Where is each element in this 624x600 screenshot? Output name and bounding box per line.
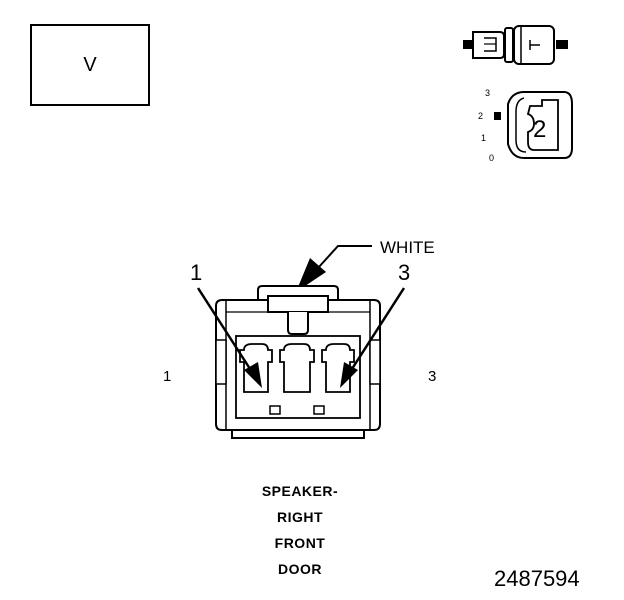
pin-1-callout: 1 — [190, 260, 203, 285]
pin-range-right-label: 3 — [428, 368, 437, 385]
wire-color-label: WHITE — [380, 238, 435, 257]
version-text: V — [83, 54, 97, 76]
key-position-label-2: 2 — [478, 111, 484, 121]
pin-range-left-label: 1 — [163, 368, 172, 385]
caption-line: RIGHT — [276, 509, 324, 525]
key-position-number: 2 — [533, 116, 547, 143]
caption-line: DOOR — [278, 561, 322, 577]
figure-id: 2487594 — [494, 566, 580, 591]
key-position-label-1: 1 — [481, 133, 487, 143]
pin-3-callout: 3 — [398, 260, 411, 285]
caption-line: FRONT — [274, 535, 326, 551]
caption-line: SPEAKER- — [261, 483, 339, 499]
key-position-label-0: 0 — [489, 153, 495, 163]
key-position-label-3: 3 — [485, 88, 491, 98]
key-position-icon — [494, 91, 573, 159]
version-box: V — [30, 24, 150, 106]
connector-side-view-icon — [463, 25, 568, 65]
connector-caption: SPEAKER- RIGHT FRONT DOOR — [200, 478, 400, 582]
